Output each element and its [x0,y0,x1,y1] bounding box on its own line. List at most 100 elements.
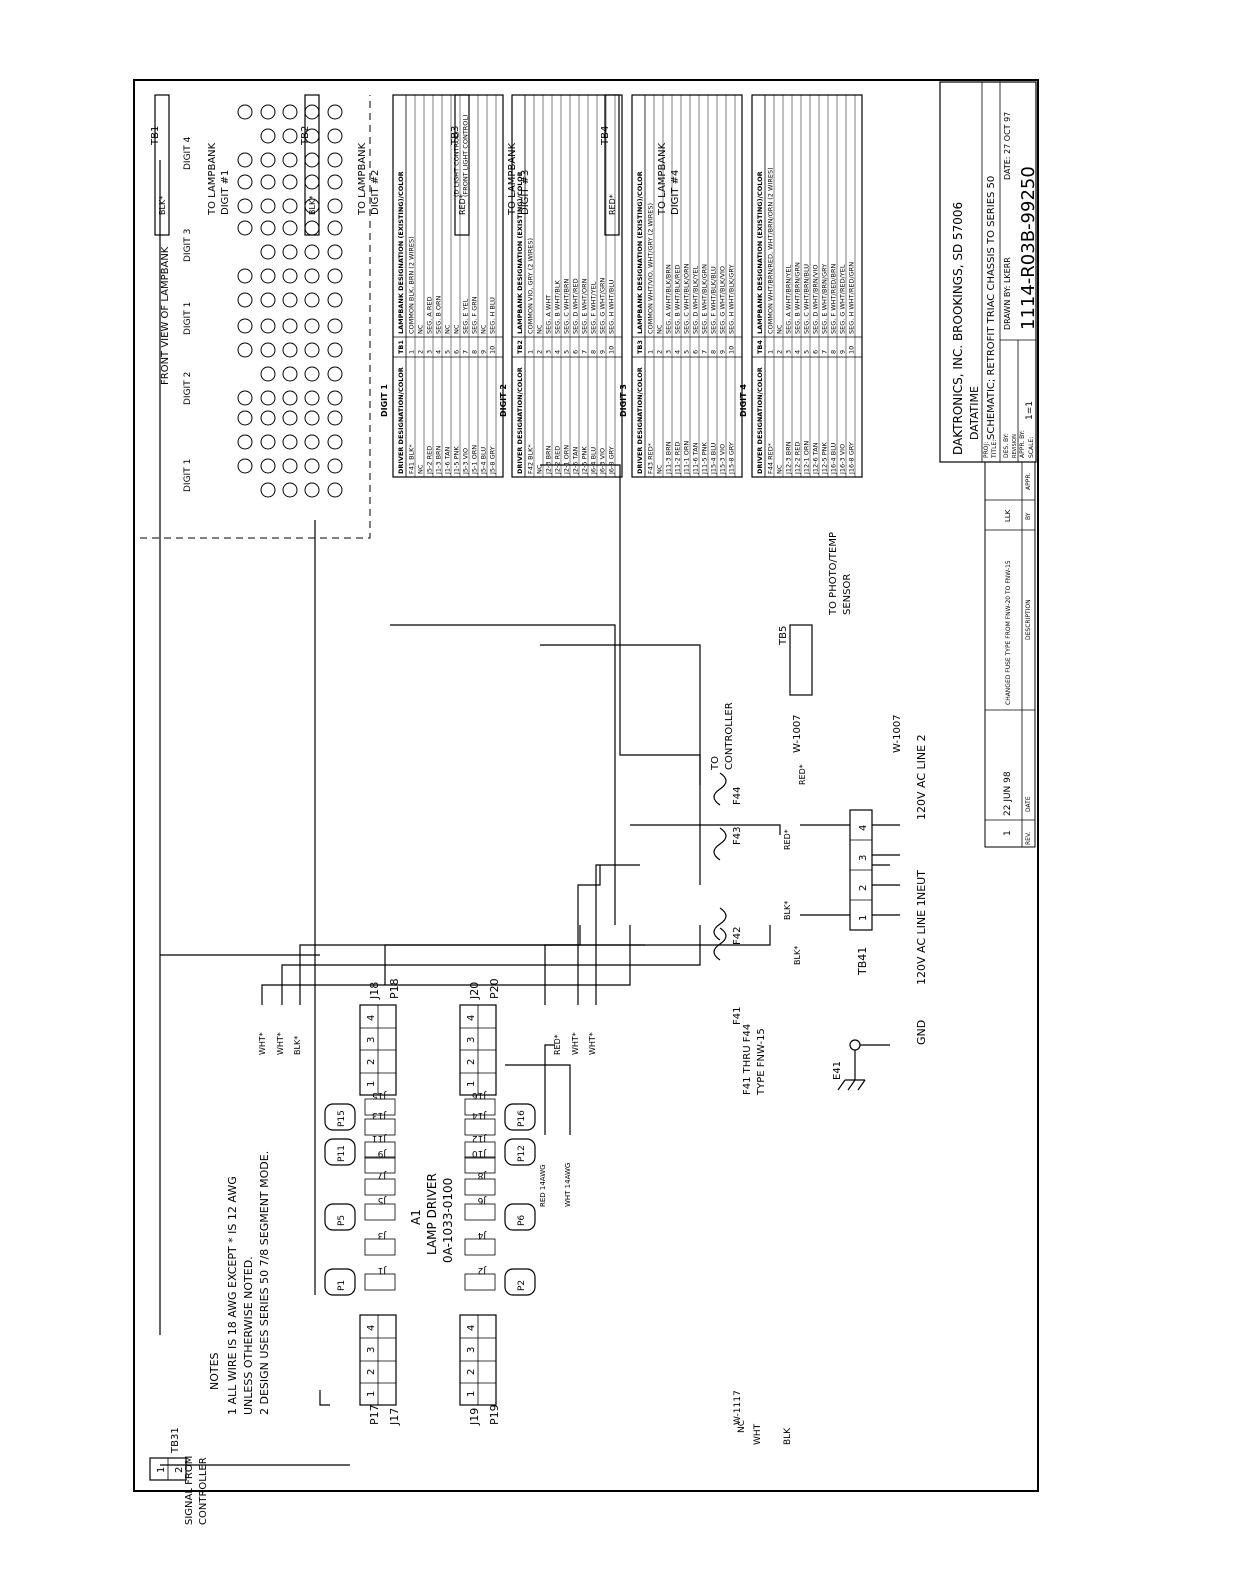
table-cell: 6 [453,350,461,354]
digit-label: DIGIT 1 [183,459,193,492]
lamp-circle [260,482,276,498]
table-cell: 3 [545,350,553,354]
table-cell: SEG. F WHT/YEL [590,281,598,334]
tb31-wire: BLK [783,1427,793,1445]
rev-header: DATE [1025,796,1032,812]
lamp-circle [327,318,343,334]
table-header: TB4 [756,340,764,354]
tb31: 1 2 TB31 SIGNAL FROM CONTROLLER WHT BLK … [149,1390,793,1525]
table-cell: COMMON WHT/BRN/RED, WHT/BRN/ORN (2 WIRES… [767,167,775,334]
table-cell: 10 [489,346,497,354]
lamp-circle [327,198,343,214]
wiring [159,160,781,1466]
lamp-circle [282,104,298,120]
table-cell: 9 [839,350,847,354]
table-cell: SEG. D WHT/RED [572,278,580,334]
tb-dest: TO LAMPBANK [657,142,668,216]
table-cell: SEG. H WHT/BLK/GRY [728,264,736,334]
tb-label: TB4 [600,126,611,146]
conn-label: J18 [368,982,381,1000]
digit-label: DIGIT 4 [183,136,193,170]
table-digit-label: DIGIT 3 [619,384,628,417]
lamp-circle [327,244,343,260]
table-cell: 7 [821,350,829,354]
wire-label: RED* [553,1034,562,1055]
table-cell: SEG. G WHT/GRN [599,277,607,334]
driver-bottom-headers: J2 J4 J6 J8 J10 J12 J14 J16 [464,1090,496,1291]
lamp-circle [327,342,343,358]
lamp-circle [304,268,320,284]
title-label: TITLE: [991,440,998,459]
table-cell: 3 [785,350,793,354]
driver-part: 0A-1033-0100 [441,1178,455,1263]
lamp-circle [282,318,298,334]
fuse-note: TYPE FNW-15 [756,1028,767,1096]
lamp-circle [260,104,276,120]
pin-label: 3 [366,1037,377,1043]
pin-label: 4 [858,825,869,831]
table-cell: 5 [803,350,811,354]
pin-label: 2 [466,1369,477,1375]
scale-label: SCALE: [1028,437,1035,458]
wire-label: WHT* [258,1032,267,1055]
table-cell: 4 [435,350,443,354]
wire-label: WHT* [276,1032,285,1055]
table-cell: SEG. H WHT/BLU [608,279,616,334]
line-label: 120V AC LINE 2 [915,734,928,820]
lamp-circle [237,342,253,358]
wire-label: RED 14AWG [539,1164,547,1207]
table-cell: J1-3 BRN [435,445,443,475]
table-cell: 5 [683,350,691,354]
lamp-circle [327,104,343,120]
conn-label: P19 [488,1404,501,1425]
table-cell: 7 [701,350,709,354]
front-view-frame [140,95,371,539]
conn-label: J20 [468,982,481,1000]
tb-label: TB3 [450,126,461,146]
table-cell: 1 [647,350,655,354]
proj: DATATIME [968,386,981,440]
plug-label: P2 [517,1280,527,1291]
digit-label: DIGIT 2 [183,372,193,405]
wire-label: WHT 14AWG [564,1163,572,1207]
header-label: J4 [477,1230,487,1240]
digit-label: DIGIT 1 [183,302,193,335]
table-cell: SEG. F WHT/RED/BRN [830,264,838,334]
lamp-circle [260,220,276,236]
header-label: J3 [378,1230,387,1240]
table-header: DRIVER DESIGNATION/COLOR [516,367,524,474]
table-cell: J15-3 VIO [719,444,727,475]
table-cell: F43 RED* [647,442,655,474]
table-cell: SEG. H WHT/RED/GRN [848,262,856,334]
lamp-circle [327,152,343,168]
appr-by: APPR. BY: [1019,430,1026,458]
table-cell: 6 [692,350,700,354]
lamp-circle [327,366,343,382]
lamp-circle [260,244,276,260]
table-cell: SEG. C WHT/BRN/BLU [803,264,811,334]
table-digit-label: DIGIT 1 [380,384,389,417]
lamp-circle [260,152,276,168]
tb31-signal: SIGNAL FROM [184,1456,195,1525]
table-cell: J2-2 RED [554,446,562,475]
revision-block: REV. DATE DESCRIPTION BY APPR. 1 22 JUN … [984,461,1036,848]
table-header: TB1 [397,340,405,354]
table-cell: 4 [794,350,802,354]
lamp-circle [282,220,298,236]
table-frame [511,94,623,478]
table-cell: COMMON WHT/VIO, WHT/GRY (2 WIRES) [647,203,655,334]
table-cell: SEG. E WHT/BRN/GRY [821,264,829,334]
pin-label: 3 [466,1037,477,1043]
header-label: J16 [472,1090,487,1100]
lamp-circle [282,198,298,214]
lamp-circle [237,390,253,406]
fuse-label: F43 [732,827,743,845]
table-cell: SEG. F GRN [471,296,479,334]
lamp-circle [304,198,320,214]
lamp-circle [282,434,298,450]
lamp-circle [237,292,253,308]
lamp-circle [327,482,343,498]
tb31-nc: NC [737,1420,747,1433]
table-cell: NC [453,324,461,334]
fuse-label: F44 [732,787,743,805]
